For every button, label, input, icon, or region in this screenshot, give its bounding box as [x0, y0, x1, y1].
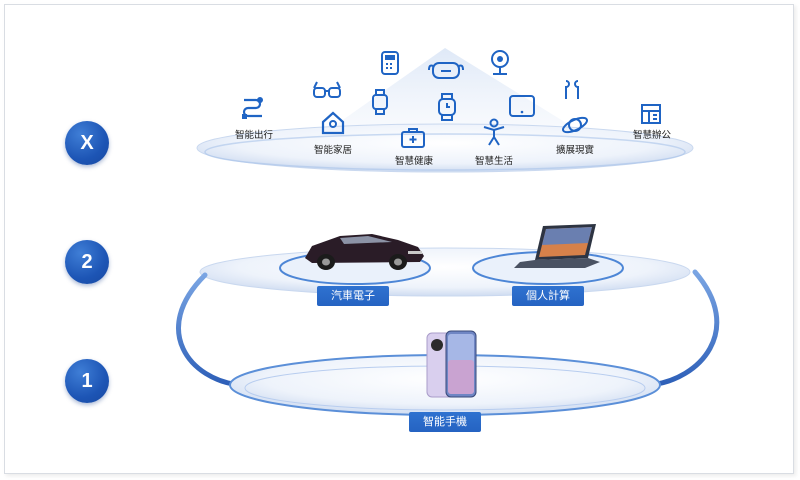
medical-kit-icon — [400, 127, 426, 149]
layer-badge-1: 1 — [65, 359, 109, 403]
tag-auto-electronics: 汽車電子 — [317, 286, 389, 306]
pos-terminal-icon — [380, 50, 400, 76]
right-connector-arc — [647, 269, 720, 388]
layer-badge-2: 2 — [65, 240, 109, 284]
tag-smartphone: 智能手機 — [409, 412, 481, 432]
office-icon — [640, 103, 662, 125]
earbuds-icon — [560, 78, 584, 102]
watch-icon — [437, 92, 457, 122]
laptop-image — [514, 224, 600, 268]
smartwatch-icon — [370, 88, 390, 116]
orbit-icon — [560, 112, 590, 138]
car-image — [305, 234, 424, 270]
person-icon — [482, 118, 506, 146]
phone-image — [426, 330, 477, 398]
label-smart-travel: 智能出行 — [234, 130, 274, 141]
label-xr: 擴展現實 — [555, 145, 595, 156]
label-smart-life: 智慧生活 — [474, 156, 514, 167]
label-smart-office: 智慧辦公 — [632, 130, 672, 141]
label-smart-home: 智能家居 — [313, 145, 353, 156]
tag-personal-computing: 個人計算 — [512, 286, 584, 306]
label-smart-health: 智慧健康 — [394, 156, 434, 167]
route-icon — [240, 96, 266, 122]
vr-headset-icon — [427, 60, 465, 82]
layer-badge-x: X — [65, 121, 109, 165]
left-connector-arc — [176, 272, 243, 388]
smart-home-icon — [320, 110, 346, 136]
top-layer-ring — [204, 133, 686, 171]
webcam-icon — [488, 48, 512, 76]
vr-glasses-icon — [312, 80, 342, 102]
tablet-icon — [508, 94, 536, 118]
